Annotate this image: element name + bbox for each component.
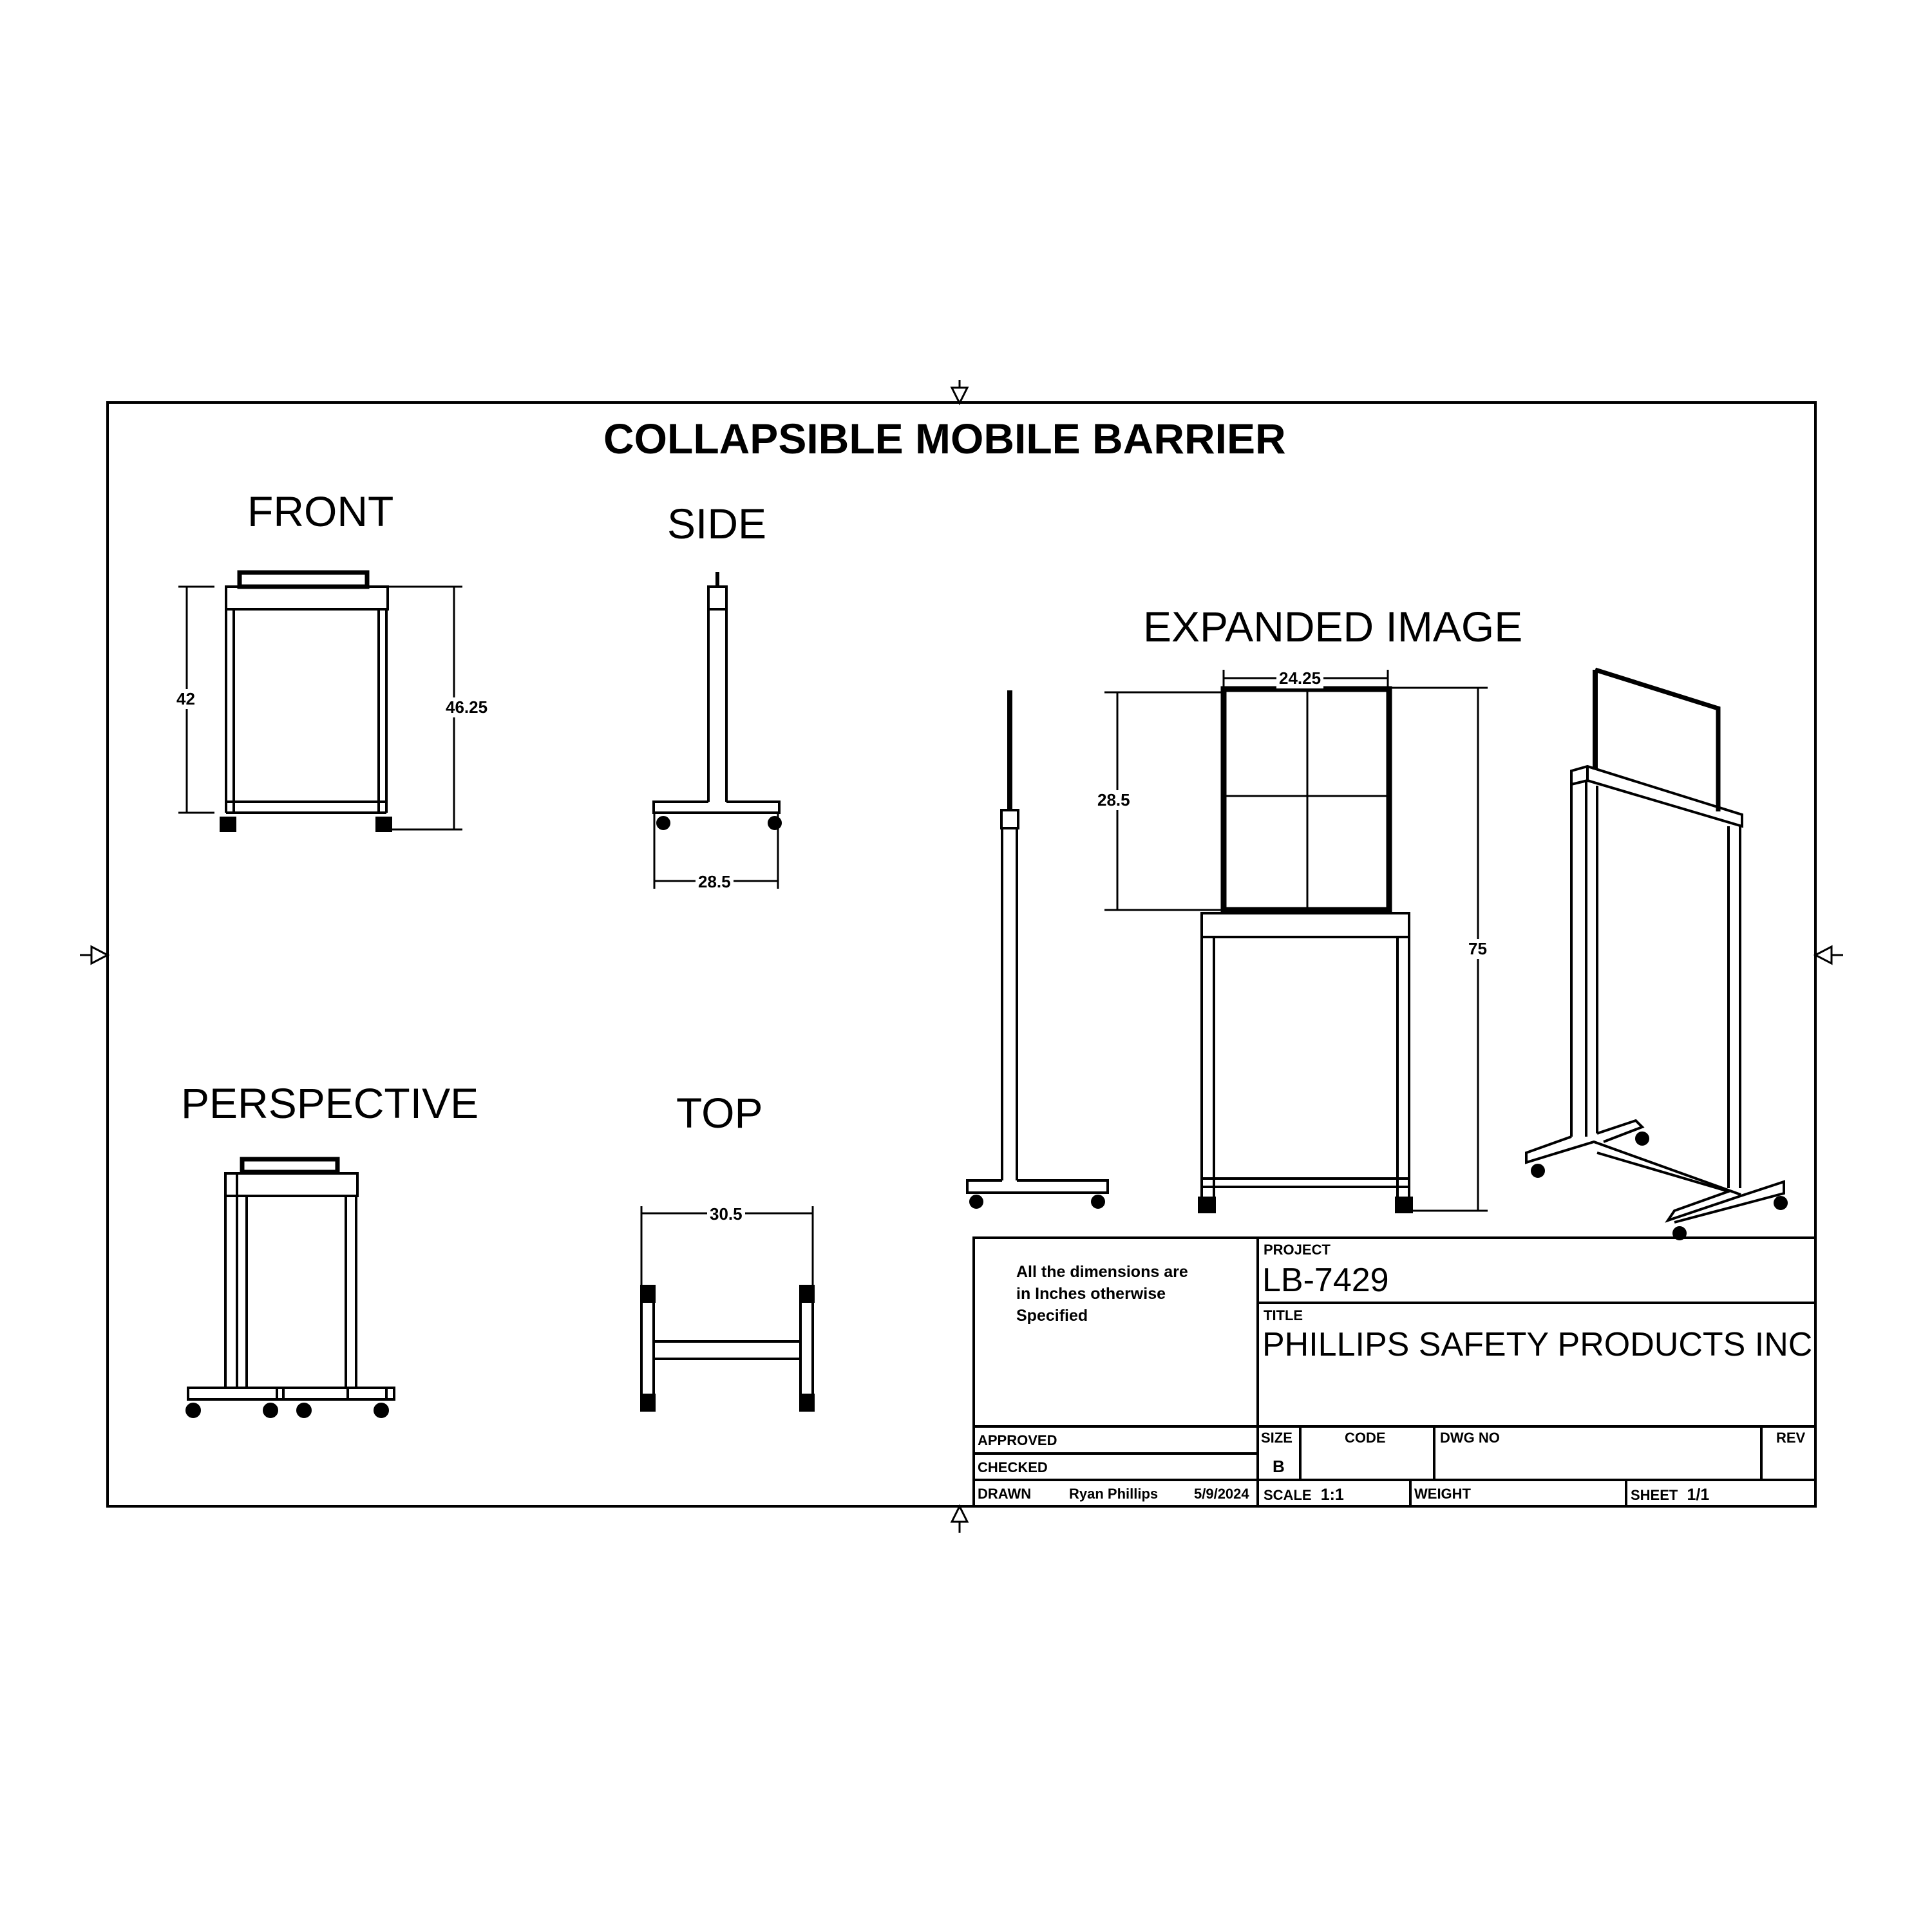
units-note-line-1: All the dimensions are: [1016, 1263, 1188, 1281]
size-value: B: [1273, 1457, 1285, 1476]
front-view-label: FRONT: [247, 488, 394, 535]
dim-front-height-total: 46.25: [443, 697, 491, 717]
sheet-label: SHEET: [1631, 1487, 1678, 1503]
dim-expanded-panel-height: 28.5: [1095, 790, 1133, 810]
dim-front-height-inner: 42: [174, 689, 198, 709]
approved-label: APPROVED: [978, 1432, 1057, 1448]
sheet-value: 1/1: [1687, 1486, 1710, 1504]
top-view-label: TOP: [676, 1089, 763, 1137]
project-value: LB-7429: [1262, 1262, 1389, 1299]
perspective-view-label: PERSPECTIVE: [181, 1079, 479, 1127]
expanded-perspective-drawing: [1525, 667, 1788, 1240]
side-view-drawing: [652, 572, 782, 889]
expanded-side-drawing: [966, 690, 1109, 1209]
expanded-view-label: EXPANDED IMAGE: [1143, 603, 1523, 650]
units-note-line-3: Specified: [1016, 1307, 1088, 1325]
title-label: TITLE: [1264, 1307, 1303, 1323]
dim-expanded-panel-width: 24.25: [1276, 668, 1324, 688]
perspective-view-drawing: [185, 1157, 395, 1418]
drawn-by: Ryan Phillips: [1069, 1486, 1159, 1502]
side-view-label: SIDE: [667, 500, 767, 547]
expanded-front-drawing: [1104, 670, 1488, 1213]
weight-label: WEIGHT: [1414, 1486, 1471, 1502]
dim-top-width: 30.5: [707, 1204, 745, 1224]
scale-label: SCALE: [1264, 1487, 1312, 1503]
title-block-grid: [972, 1236, 1817, 1508]
units-note-line-2: in Inches otherwise: [1016, 1285, 1166, 1303]
rev-label: REV: [1776, 1430, 1806, 1446]
title-value: PHILLIPS SAFETY PRODUCTS INC: [1262, 1326, 1813, 1363]
size-label: SIZE: [1261, 1430, 1293, 1446]
dim-side-base-width: 28.5: [696, 872, 734, 892]
checked-label: CHECKED: [978, 1459, 1048, 1475]
drawing-title: COLLAPSIBLE MOBILE BARRIER: [603, 415, 1286, 462]
drawn-date: 5/9/2024: [1194, 1486, 1249, 1502]
drawn-label: DRAWN: [978, 1486, 1032, 1502]
top-view-drawing: [640, 1206, 815, 1412]
dim-expanded-total-height: 75: [1466, 939, 1490, 959]
scale-value: 1:1: [1320, 1486, 1344, 1504]
front-view-drawing: [178, 570, 462, 832]
project-label: PROJECT: [1264, 1242, 1331, 1258]
units-note: All the dimensions are in Inches otherwi…: [1016, 1261, 1188, 1327]
centering-marks: [80, 380, 1843, 1533]
sheet-field: SHEET 1/1: [1631, 1486, 1709, 1504]
code-label: CODE: [1345, 1430, 1386, 1446]
dwg-no-label: DWG NO: [1440, 1430, 1500, 1446]
scale-field: SCALE 1:1: [1264, 1486, 1344, 1504]
